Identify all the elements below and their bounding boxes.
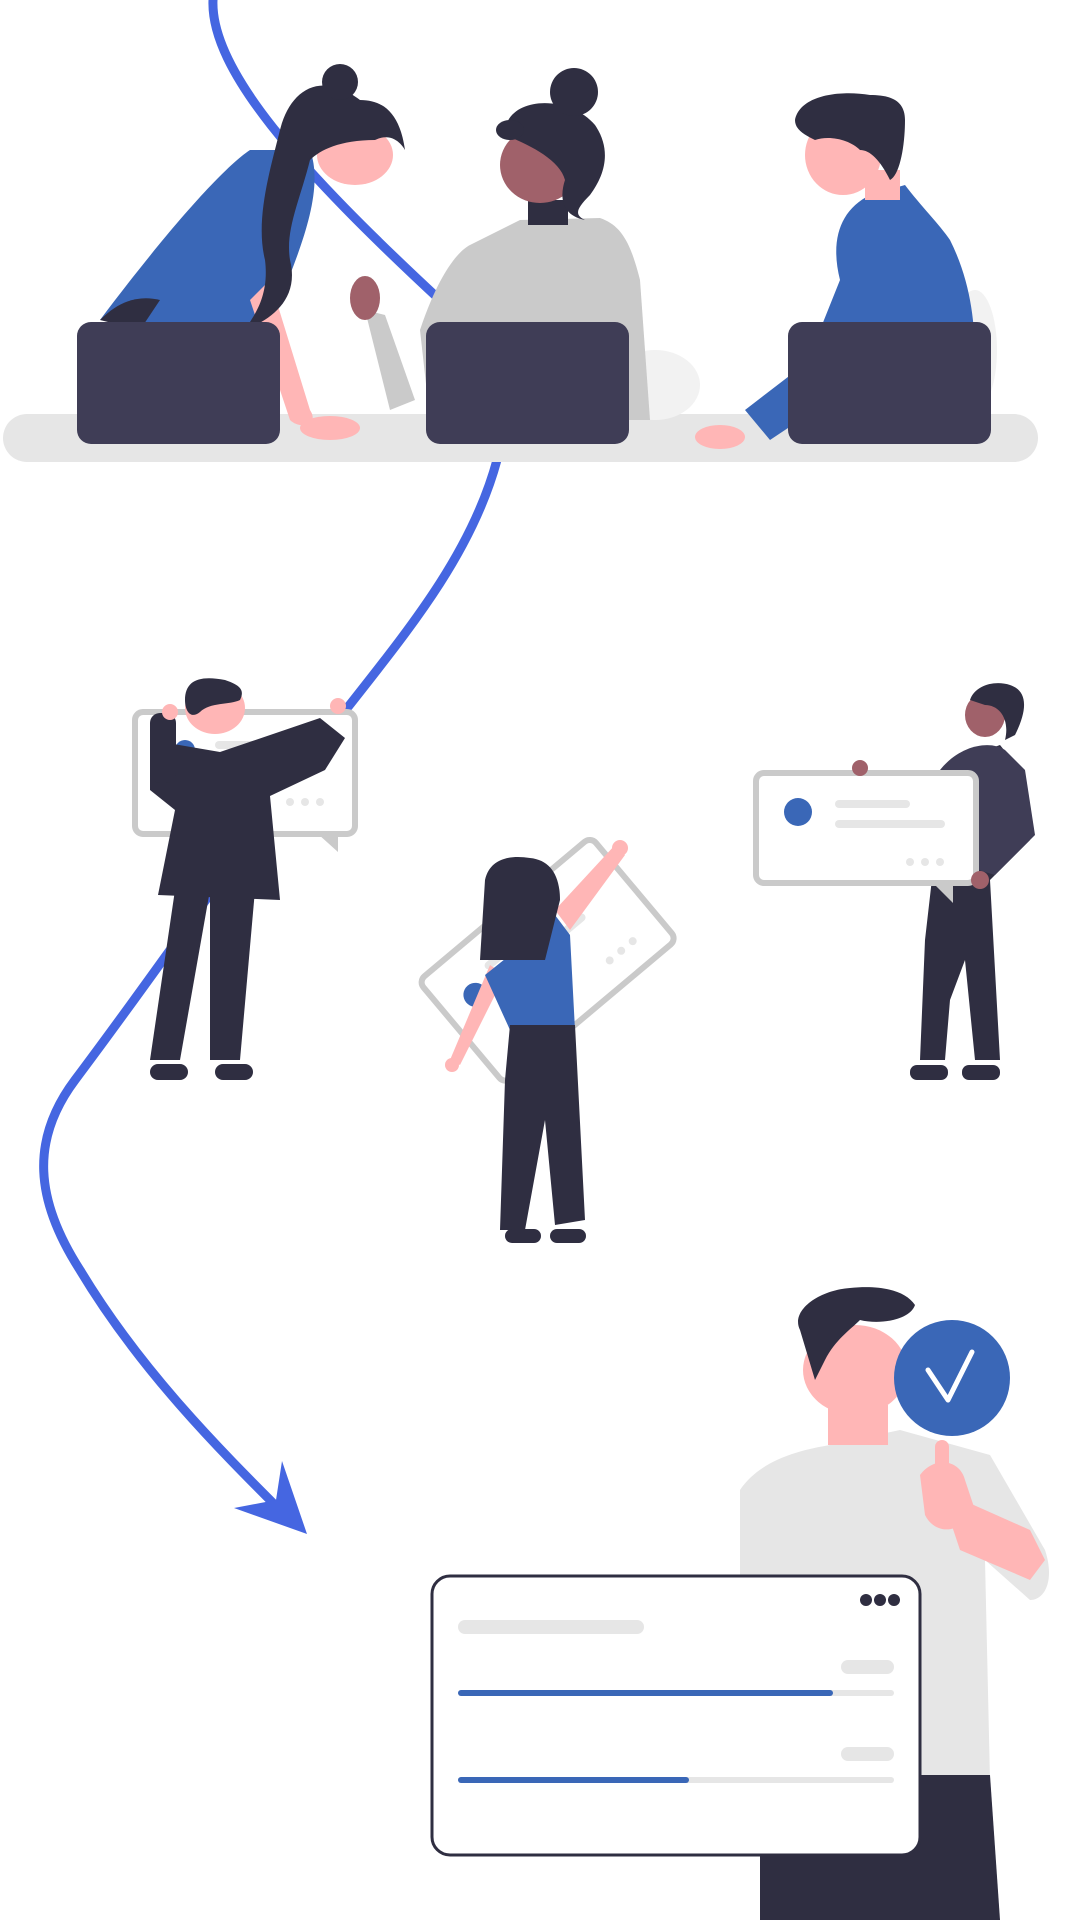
arm-up — [555, 845, 625, 930]
arm-raised — [150, 713, 176, 783]
torso — [100, 150, 315, 330]
arm-down — [450, 965, 505, 1065]
thumb — [935, 1440, 949, 1475]
laptop-right — [788, 322, 991, 444]
shoe-right — [215, 1064, 253, 1080]
hair — [505, 103, 605, 220]
hand — [300, 416, 360, 440]
check-badge — [894, 1320, 1010, 1436]
suit-body — [150, 718, 345, 900]
card-avatar — [784, 798, 812, 826]
hand — [695, 425, 745, 449]
progress-label — [841, 1747, 894, 1761]
laptop-middle — [426, 322, 629, 444]
hair — [795, 93, 905, 180]
progress-fill-2 — [458, 1777, 689, 1783]
menu-dot — [874, 1594, 886, 1606]
person-left-leaning — [100, 64, 405, 440]
hair-side — [496, 120, 524, 140]
top-group — [3, 64, 1038, 462]
curved-arrow-icon — [39, 0, 502, 1534]
card-dot — [286, 798, 294, 806]
card-frame — [430, 1574, 922, 1857]
arrow-head — [234, 1461, 307, 1534]
card-title-line — [458, 1620, 644, 1634]
dashboard-card — [430, 1574, 922, 1857]
laptop-left — [77, 322, 280, 444]
hair — [185, 678, 242, 715]
hair-bun — [550, 68, 598, 116]
arrow-path-top — [208, 0, 445, 305]
shirt — [485, 915, 575, 1030]
shoe-right — [550, 1229, 586, 1243]
middle-group — [132, 678, 1035, 1243]
shoe-left — [150, 1064, 188, 1080]
hair — [245, 85, 405, 330]
fist — [920, 1462, 975, 1530]
shoe-left — [505, 1229, 541, 1243]
bottom-group — [430, 1287, 1050, 1920]
progress-fill-1 — [458, 1690, 833, 1696]
neck — [528, 200, 568, 225]
shoe-left — [910, 1065, 948, 1080]
menu-dot — [888, 1594, 900, 1606]
pants — [500, 1025, 585, 1230]
leg-left — [150, 890, 210, 1060]
hand-left — [350, 276, 380, 320]
menu-dot — [860, 1594, 872, 1606]
hair — [798, 1287, 915, 1380]
card-tail — [933, 883, 953, 903]
person-right-with-card — [753, 683, 1035, 1080]
person-left-with-card — [132, 678, 358, 1080]
leg-right — [210, 890, 255, 1060]
hair — [970, 683, 1025, 740]
card-tail — [318, 834, 338, 852]
arrow-path-main — [39, 455, 502, 1515]
shoe-right — [962, 1065, 1000, 1080]
hair — [480, 857, 560, 960]
hair-bun — [322, 64, 358, 100]
check-icon — [925, 1349, 975, 1403]
person-center-with-card — [418, 836, 677, 1243]
progress-label — [841, 1660, 894, 1674]
arm-left — [365, 310, 415, 410]
